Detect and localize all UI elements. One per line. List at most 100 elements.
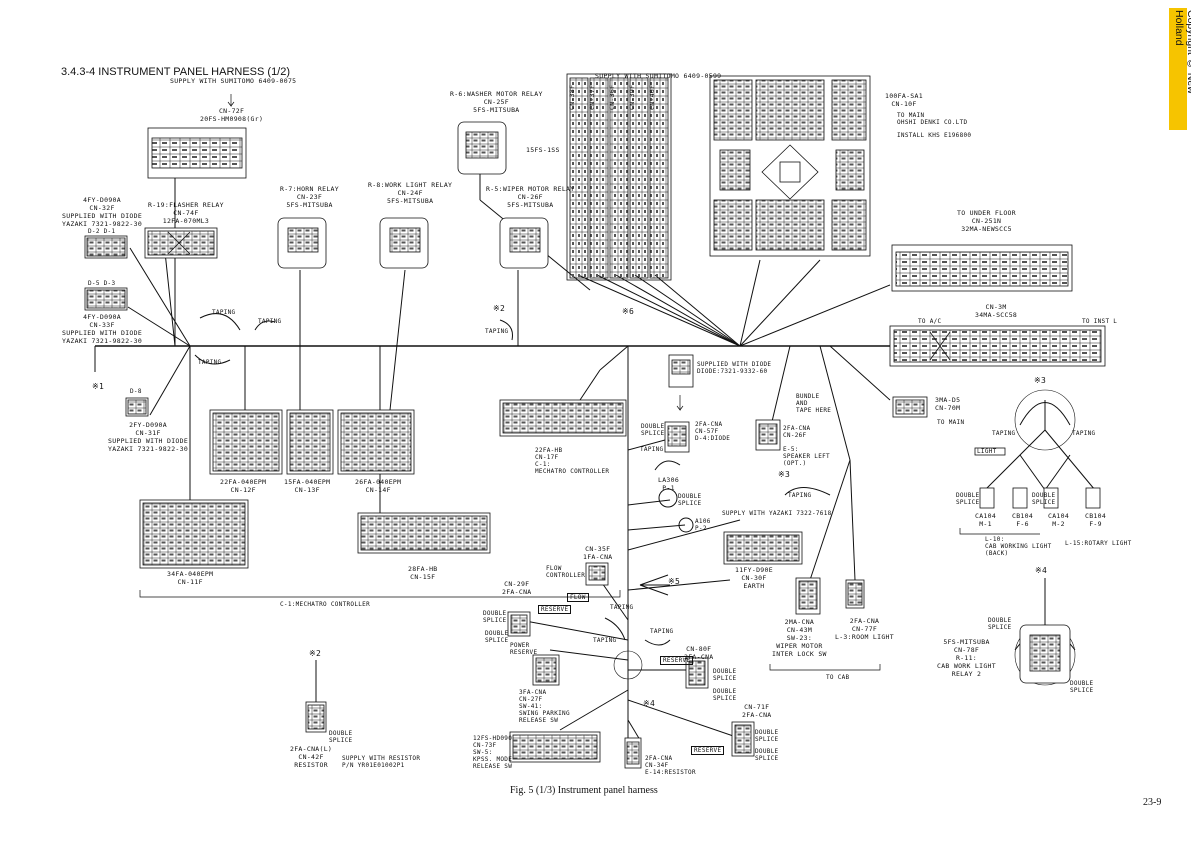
destination-label: TO CAB (826, 674, 850, 681)
figure-caption: Fig. 5 (1/3) Instrument panel harness (510, 785, 658, 796)
splice-label: DOUBLE SPLICE (483, 610, 507, 624)
diode-label: 4FY-D090A CN-32F SUPPLIED WITH DIODE YAZ… (62, 196, 143, 228)
note-mark: ※3 (778, 470, 791, 479)
device-label: E-5: SPEAKER LEFT (OPT.) (783, 446, 830, 467)
taping-label: TAPING (212, 309, 236, 316)
splice-label: DOUBLE SPLICE (1070, 680, 1094, 694)
device-label: L-15:ROTARY LIGHT (1065, 540, 1132, 547)
connector-label: CN-71F 2FA-CNA (742, 703, 772, 719)
relay-label: 5FS-MITSUBA CN-78F R-11: CAB WORK LIGHT … (937, 638, 996, 678)
connector-label: CN-38F (568, 84, 576, 110)
diode-label: D-8 (130, 388, 142, 395)
destination-label: TO UNDER FLOOR CN-251N 32MA-NEWSCC5 (957, 209, 1016, 233)
destination-label: TO A/C (918, 318, 942, 325)
connector-label: CN-40F (648, 84, 656, 110)
device-label: POWER RESERVE (510, 642, 538, 656)
connector-label: 15FA-040EPM CN-13F (284, 478, 331, 494)
taping-label: TAPING (610, 604, 634, 611)
switch-label: 3FA-CNA CN-27F SW-41: SWING PARKING RELE… (519, 689, 570, 724)
diode-label: SUPPLIED WITH DIODE DIODE:7321-9332-60 (697, 361, 772, 375)
wire-tag: RESERVE (691, 746, 725, 755)
resistor-label: 2FA-CNA(L) CN-42F RESISTOR (290, 745, 333, 769)
taping-label: TAPING (992, 430, 1016, 437)
connector-label: 3MA-D5 CN-70M (935, 396, 961, 412)
connector-label: CN-29F 2FA-CNA (502, 580, 532, 596)
connector-label: 100FA-SA1 CN-10F (885, 92, 923, 108)
note-mark: ※4 (643, 699, 656, 708)
device-label: A106 P-2 (695, 518, 711, 532)
connector-label: 22FA-HB CN-17F C-1: MECHATRO CONTROLLER (535, 447, 610, 475)
connector-label: CN-80F 2FA-CNA (684, 645, 714, 661)
relay-label: R-6:WASHER MOTOR RELAY CN-25F 5FS-MITSUB… (450, 90, 543, 114)
connector-label: CA104 M-1 (975, 512, 997, 528)
copyright-tab: Copyright © New Holland (1169, 8, 1191, 130)
taping-label: TAPING (1072, 430, 1096, 437)
wire-tag: FLOW (567, 593, 589, 602)
diode-label: D-2 D-1 (88, 228, 116, 235)
connector-label: 2MA-CNA CN-43M SW-23: WIPER MOTOR INTER … (772, 618, 827, 658)
diode-label: 2FY-D090A CN-31F SUPPLIED WITH DIODE YAZ… (108, 421, 189, 453)
device-label: LA306 P-1 (658, 476, 680, 492)
diode-label: 4FY-D090A CN-33F SUPPLIED WITH DIODE YAZ… (62, 313, 143, 345)
splice-label: DOUBLE SPLICE (956, 492, 980, 506)
connector-label: 28FA-HB CN-15F (408, 565, 438, 581)
supply-label: SUPPLY WITH SUMITOMO 6409-0075 (170, 77, 297, 85)
splice-label: DOUBLE SPLICE (641, 423, 665, 437)
relay-label: R-7:HORN RELAY CN-23F 5FS-MITSUBA (280, 185, 339, 209)
connector-label: CB104 F-9 (1085, 512, 1107, 528)
taping-label: TAPING (593, 637, 617, 644)
taping-label: TAPING (650, 628, 674, 635)
taping-label: TAPING (788, 492, 812, 499)
destination-label: TO MAIN (937, 419, 965, 426)
connector-label: 15FS-1SS (526, 146, 560, 154)
splice-label: DOUBLE SPLICE (755, 748, 779, 762)
connector-label: CN-72F 20FS-HM0908(Gr) (200, 107, 264, 123)
note-mark: ※2 (309, 649, 322, 658)
destination-label: TO MAIN OHSHI DENKI CO.LTD (897, 112, 968, 126)
splice-label: DOUBLE SPLICE (678, 493, 702, 507)
device-label: L-10: CAB WORKING LIGHT (BACK) (985, 536, 1052, 557)
splice-label: DOUBLE SPLICE (1032, 492, 1056, 506)
wire-tag: LIGHT (977, 448, 997, 455)
connector-label: CN-35F 1FA-CNA (583, 545, 613, 561)
splice-label: DOUBLE SPLICE (988, 617, 1012, 631)
note-label: BUNDLE AND TAPE HERE (796, 393, 832, 414)
splice-label: DOUBLE SPLICE (713, 668, 737, 682)
note-mark: ※2 (493, 304, 506, 313)
connector-label: 2FA-CNA CN-26F (783, 425, 811, 439)
page-title: 3.4.3-4 INSTRUMENT PANEL HARNESS (1/2) (61, 66, 291, 78)
connector-label: 2FA-CNA CN-77F L-3:ROOM LIGHT (835, 617, 894, 641)
connector-label: 34FA-040EPM CN-11F (167, 570, 214, 586)
connector-label: CB104 F-6 (1012, 512, 1034, 528)
connector-label: CN-36F (608, 84, 616, 110)
wire-tag: RESERVE (660, 656, 694, 665)
supply-label: SUPPLY WITH RESISTOR P/N YR01E01002P1 (342, 755, 421, 769)
taping-label: TAPING (485, 328, 509, 335)
splice-label: DOUBLE SPLICE (485, 630, 509, 644)
taping-label: TAPING (640, 446, 664, 453)
relay-label: R-19:FLASHER RELAY CN-74F 12FA-070ML3 (148, 201, 224, 225)
taping-label: TAPING (258, 318, 282, 325)
note-mark: ※4 (1035, 566, 1048, 575)
supply-label: SUPPLY WITH SUMITOMO 6409-0599 (595, 72, 722, 80)
note-mark: ※3 (1034, 376, 1047, 385)
relay-label: R-5:WIPER MOTOR RELAY CN-26F 5FS-MITSUBA (486, 185, 575, 209)
controller-label: C-1:MECHATRO CONTROLLER (280, 601, 370, 608)
taping-label: TAPING (198, 359, 222, 366)
note-mark: ※1 (92, 382, 105, 391)
splice-label: DOUBLE SPLICE (755, 729, 779, 743)
connector-label: 22FA-040EPM CN-12F (220, 478, 267, 494)
connector-label: 2FA-CNA CN-57F D-4:DIODE (695, 421, 731, 442)
device-label: FLOW CONTROLLER (546, 565, 586, 579)
connector-label: CA104 M-2 (1048, 512, 1070, 528)
note-mark: ※6 (622, 307, 635, 316)
connector-label: CN-3M 34MA-SCC58 (975, 303, 1018, 319)
page-number: 23-9 (1143, 797, 1162, 808)
diode-label: D-5 D-3 (88, 280, 116, 287)
switch-label: 12FS-HD090 CN-73F SW-5: KPSS. MODE RELEA… (473, 735, 513, 770)
install-note: INSTALL KHS E196800 (897, 132, 972, 139)
splice-label: DOUBLE SPLICE (713, 688, 737, 702)
connector-label: 26FA-040EPM CN-14F (355, 478, 402, 494)
resistor-label: 2FA-CNA CN-34F E-14:RESISTOR (645, 755, 696, 776)
supply-label: SUPPLY WITH YAZAKI 7322-7618 (722, 510, 832, 517)
